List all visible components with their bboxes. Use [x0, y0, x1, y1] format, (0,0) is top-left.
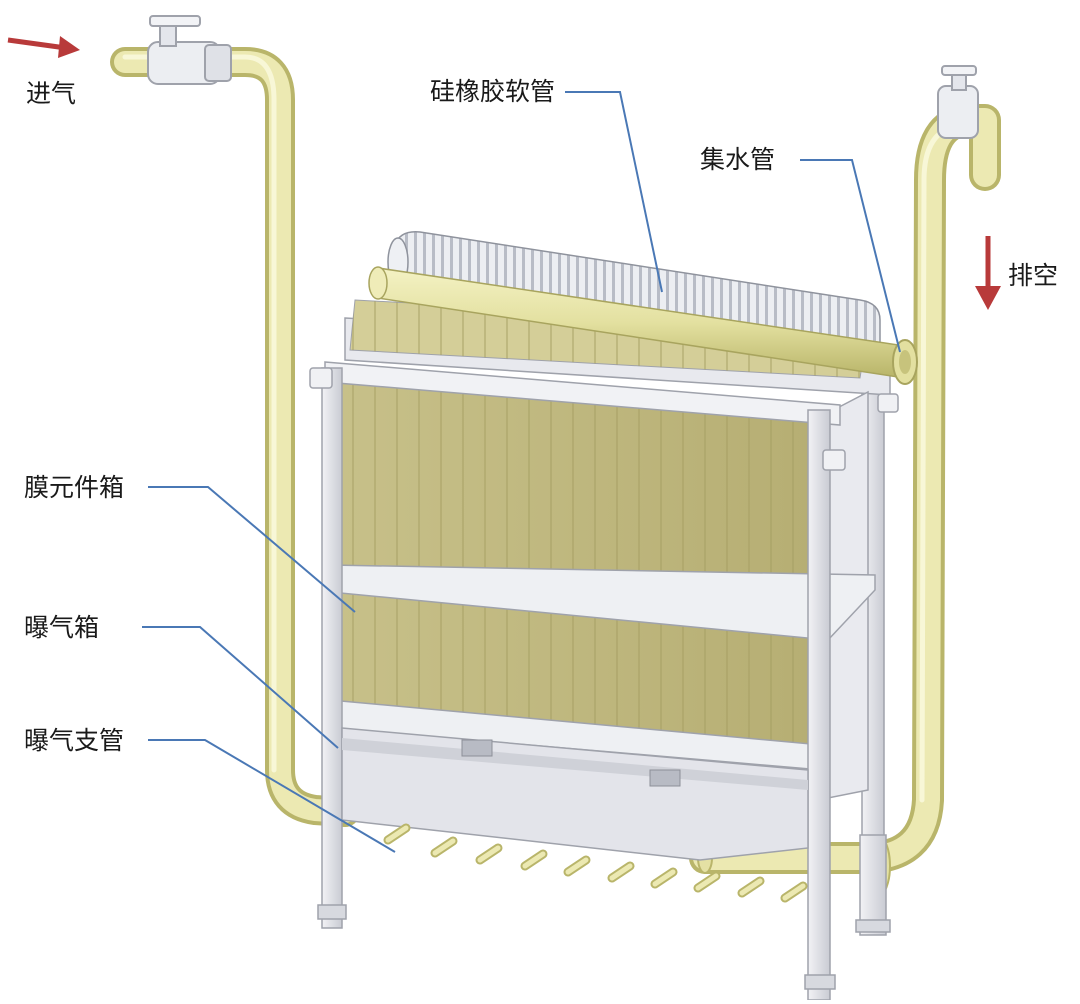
leader-aeration-branch: [148, 739, 396, 853]
aeration-box: [341, 727, 809, 861]
label-aeration-branch: 曝气支管: [24, 726, 124, 755]
water-collector-pipe: [368, 266, 918, 385]
inlet-arrow-icon: [7, 36, 80, 58]
label-silicone-hose: 硅橡胶软管: [430, 77, 555, 106]
inlet-valve: [147, 15, 232, 85]
label-inlet: 进气: [26, 79, 76, 108]
leader-membrane-box: [148, 486, 356, 613]
label-membrane-box: 膜元件箱: [24, 473, 124, 502]
leader-water-collector: [800, 159, 901, 353]
membrane-element-box: [309, 299, 899, 1001]
leader-silicone-hose: [565, 91, 663, 293]
aeration-branch-pipes: [383, 823, 808, 903]
leader-aeration-box: [142, 626, 339, 749]
inlet-pipe: [110, 47, 360, 827]
leader-lines: [142, 91, 901, 853]
label-exhaust: 排空: [1008, 261, 1058, 290]
exhaust-arrow-icon: [975, 236, 1001, 310]
outlet-valve: [937, 65, 979, 139]
label-aeration-box: 曝气箱: [24, 613, 99, 642]
label-water-collector: 集水管: [700, 145, 775, 174]
